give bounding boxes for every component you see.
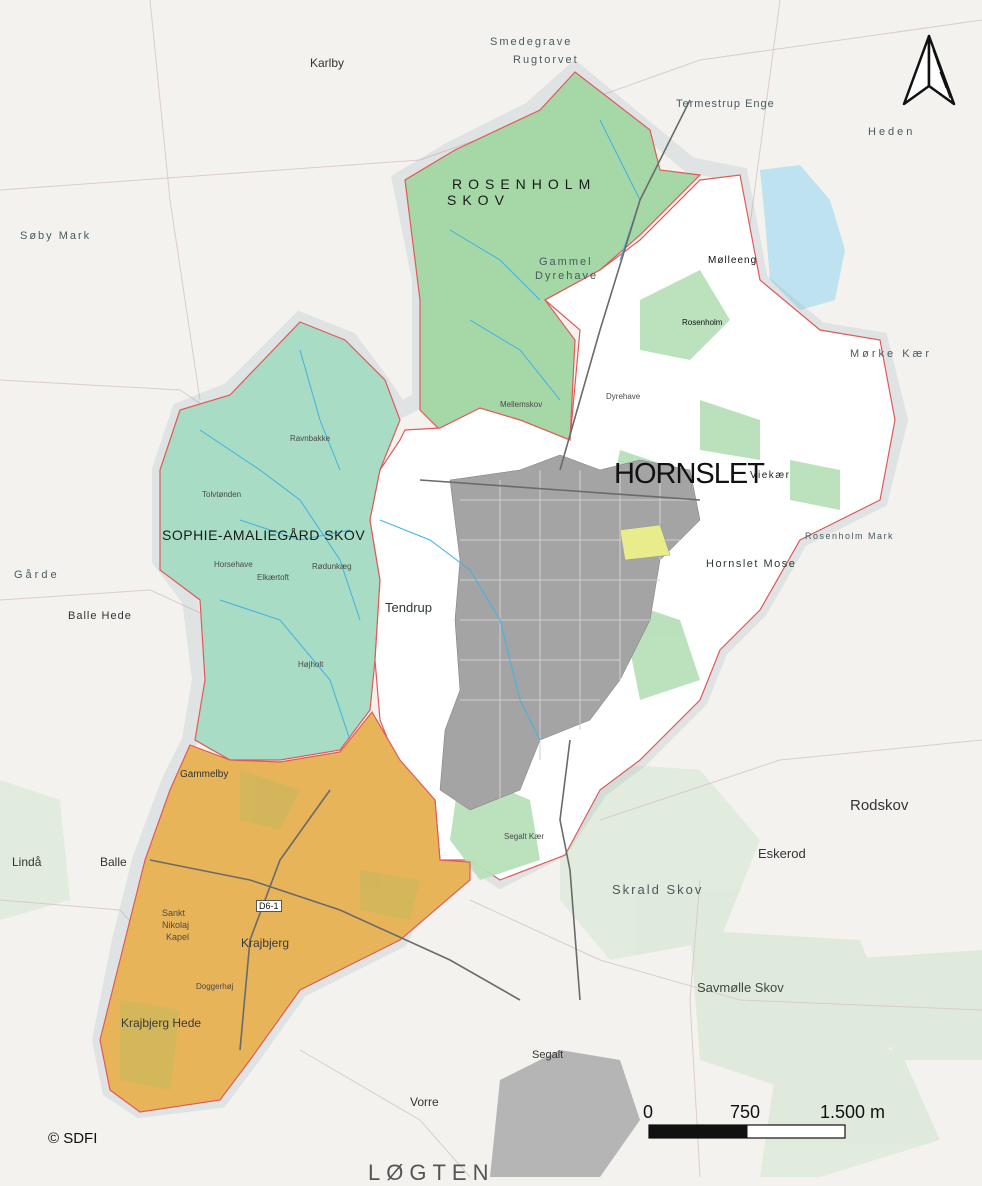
doggerhoj-label: Doggerhøj: [196, 982, 234, 991]
linda-label: Lindå: [12, 855, 42, 869]
segalt-label: Segalt: [532, 1049, 564, 1061]
krajbjerg-field-patches: [120, 770, 420, 1090]
rugtorvet-label: Rugtorvet: [513, 54, 579, 66]
skrald-skov-label: Skrald Skov: [612, 882, 704, 897]
scale-label-750: 750: [730, 1102, 761, 1122]
mellemskov-label: Mellemskov: [500, 400, 543, 409]
tolvtonden-label: Tolvtønden: [202, 490, 242, 499]
krajbjerg-hede-label: Krajbjerg Hede: [121, 1016, 202, 1030]
vorre-label: Vorre: [410, 1095, 439, 1109]
heden-label: Heden: [868, 126, 916, 138]
elkaertoft-label: Elkærtoft: [257, 573, 290, 582]
balle-label: Balle: [100, 855, 127, 869]
dyrehave-label: Dyrehave: [535, 270, 599, 282]
sophie-skov-label: SOPHIE-AMALIEGÅRD SKOV: [162, 527, 366, 543]
sankt-label-1: Sankt: [162, 908, 186, 918]
rodskov-label: Rodskov: [850, 797, 909, 814]
attribution-label: © SDFI: [48, 1130, 98, 1147]
highlighted-parcel: [619, 524, 671, 561]
tendrup-label: Tendrup: [385, 600, 432, 615]
logten-urban: [490, 1050, 640, 1177]
eskerod-label: Eskerod: [758, 846, 806, 861]
karlby-label: Karlby: [310, 56, 345, 70]
hejholt-label: Højholt: [298, 660, 324, 669]
logten-label: LØGTEN: [368, 1160, 495, 1185]
rosenholm-mark-label: Rosenholm Mark: [805, 531, 895, 541]
vieker-label: Viekær: [750, 470, 791, 481]
ravnbakke-label: Ravnbakke: [290, 434, 331, 443]
segalt-kaer-label: Segalt Kær: [504, 832, 545, 841]
termestrup-enge-label: Termestrup Enge: [676, 98, 775, 110]
background-forest-patches: [0, 760, 982, 1177]
hornslet-mose-label: Hornslet Mose: [706, 558, 797, 570]
soby-mark-label: Søby Mark: [20, 230, 92, 242]
balle-hede-label: Balle Hede: [68, 610, 132, 622]
north-arrow-icon: [902, 34, 956, 106]
krajbjerg-area: [99, 710, 471, 1113]
horsehave-label: Horsehave: [214, 560, 253, 569]
rosenholm-skov-label-2: SKOV: [447, 192, 510, 208]
sankt-label-3: Kapel: [166, 932, 190, 942]
rosenholm-skov-label-1: ROSENHOLM: [452, 176, 597, 192]
krajbjerg-label: Krajbjerg: [241, 936, 290, 950]
sankt-label-2: Nikolaj: [162, 920, 190, 930]
gammel-label: Gammel: [539, 256, 593, 268]
rosenholm-label: Rosenholm: [682, 318, 723, 327]
smedegrave-label: Smedegrave: [490, 36, 573, 48]
dyrehave-small-label: Dyrehave: [606, 392, 641, 401]
hornslet-town-label: HORNSLET: [614, 458, 765, 490]
road-tag-d6-1: D6-1: [256, 900, 282, 912]
scale-label-1500: 1.500 m: [820, 1102, 886, 1122]
molleeng-label: Mølleeng: [708, 255, 758, 266]
forest-streams: [199, 119, 641, 741]
rodunkaeg-label: Rødunkæg: [312, 562, 352, 571]
sophie-amaliegard-skov-area: [159, 321, 401, 761]
gammelby-label: Gammelby: [180, 769, 229, 780]
garde-label: Gårde: [14, 569, 60, 581]
morke-kaer-label: Mørke Kær: [850, 348, 932, 360]
scale-bar: [648, 1124, 846, 1139]
savmolle-skov-label: Savmølle Skov: [697, 980, 784, 995]
lake-water: [760, 165, 845, 310]
scale-label-0: 0: [643, 1102, 654, 1122]
